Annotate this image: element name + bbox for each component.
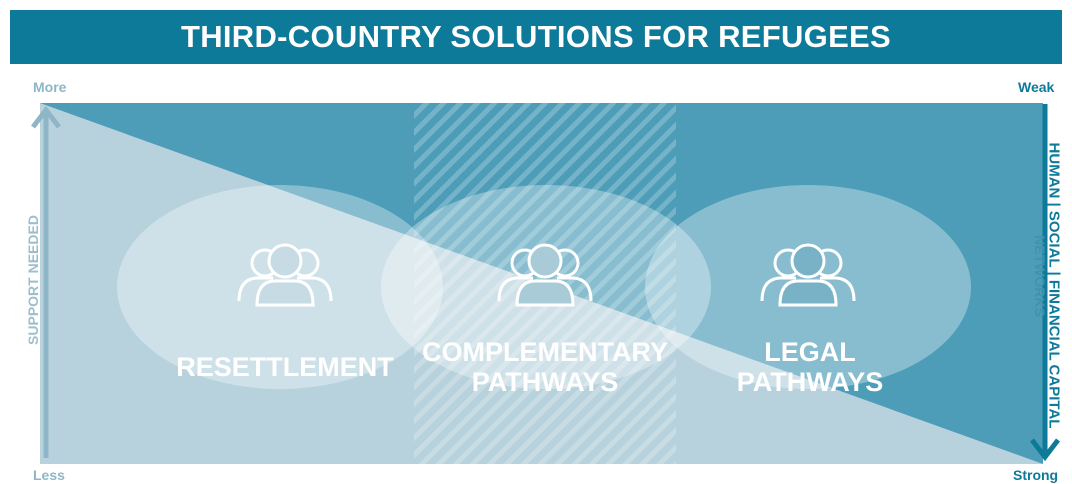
complementary-label: COMPLEMENTARY PATHWAYS (400, 337, 690, 397)
corner-more: More (33, 79, 67, 95)
legal-line1: LEGAL (764, 337, 856, 367)
people-group-icon (760, 243, 856, 307)
right-arrow-head (1030, 438, 1060, 462)
corner-less: Less (33, 467, 65, 483)
support-needed-label: SUPPORT NEEDED (25, 215, 41, 345)
page-title: THIRD-COUNTRY SOLUTIONS FOR REFUGEES (180, 19, 892, 54)
networks-label: NETWORKS (1032, 235, 1048, 317)
people-group-icon (237, 243, 333, 307)
left-arrow-head (31, 105, 61, 129)
capital-label: HUMAN | SOCIAL | FINANCIAL CAPITAL (1045, 142, 1063, 429)
people-group-icon (497, 243, 593, 307)
resettlement-label: RESETTLEMENT (170, 352, 400, 382)
corner-strong: Strong (1013, 467, 1059, 483)
corner-weak: Weak (1018, 79, 1055, 95)
legal-label: LEGAL PATHWAYS (720, 337, 900, 397)
legal-line2: PATHWAYS (736, 367, 884, 397)
resettlement-line1: RESETTLEMENT (176, 352, 394, 382)
title-banner: THIRD-COUNTRY SOLUTIONS FOR REFUGEES (10, 10, 1062, 64)
complementary-line2: PATHWAYS (471, 367, 619, 397)
complementary-line1: COMPLEMENTARY (422, 337, 668, 367)
